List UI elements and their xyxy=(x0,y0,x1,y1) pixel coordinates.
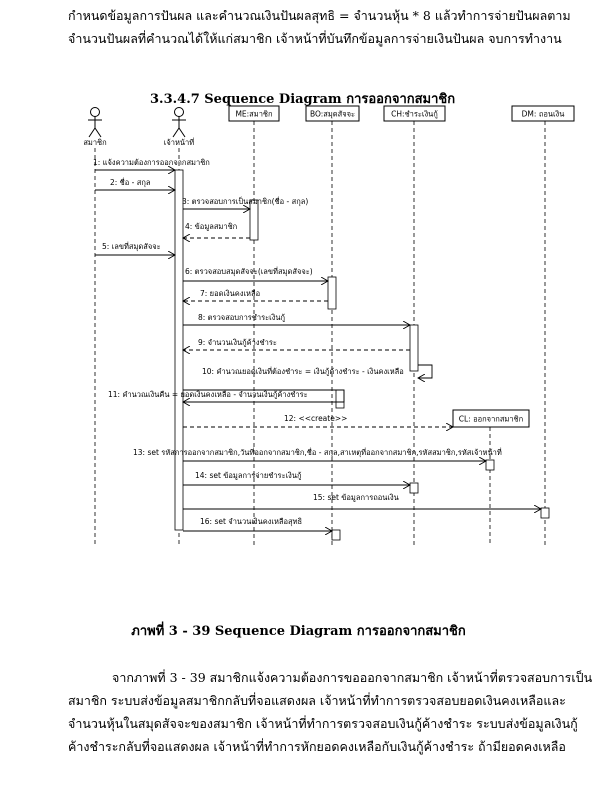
message-label: 13: set รหัสการออกจากสมาชิก,วันที่ออกจาก… xyxy=(133,447,502,457)
message-label: 9: จำนวนเงินกู้ค้างชำระ xyxy=(198,338,277,347)
intro-paragraph: กำหนดข้อมูลการปันผล และคำนวณเงินปันผลสุท… xyxy=(68,4,571,50)
body-line: สมาชิก ระบบส่งข้อมูลสมาชิกกลับที่จอแสดงผ… xyxy=(68,693,566,708)
object-bo-label: BO:สมุดสัจจะ xyxy=(310,110,355,119)
message-label: 2: ชื่อ - สกุล xyxy=(110,177,150,187)
object-ch: CH:ชำระเงินกู้ xyxy=(383,105,446,122)
message-label: 7: ยอดเงินคงเหลือ xyxy=(200,289,260,298)
message-label: 10: คำนวณยอดเงินที่ต้องชำระ = เงินกู้ค้า… xyxy=(202,366,404,376)
message-arrows xyxy=(95,170,541,531)
section-heading: 3.3.4.7 Sequence Diagram การออกจากสมาชิก xyxy=(150,92,456,107)
body-line: ค้างชำระกลับที่จอแสดงผล เจ้าหน้าที่ทำการ… xyxy=(68,739,566,754)
message-label: 12: <<create>> xyxy=(284,414,347,423)
message-label: 3: ตรวจสอบการเป็นสมาชิก(ชื่อ - สกุล) xyxy=(182,196,308,206)
message-labels: 1: แจ้งความต้องการออกจากสมาชิก 2: ชื่อ -… xyxy=(93,158,502,526)
message-label: 14: set ข้อมูลการจ่ายชำระเงินกู้ xyxy=(195,471,302,480)
figure-caption: ภาพที่ 3 - 39 Sequence Diagram การออกจาก… xyxy=(131,624,466,639)
message-label: 6: ตรวจสอบสมุดสัจจะ(เลขที่สมุดสัจจะ) xyxy=(185,266,313,276)
object-bo: BO:สมุดสัจจะ xyxy=(305,105,360,122)
message-label: 16: set จำนวนเงินคงเหลือสุทธิ xyxy=(200,517,302,526)
object-dm-label: DM: ถอนเงิน xyxy=(522,110,565,119)
actor-member-label: สมาชิก xyxy=(83,138,106,147)
message-label: 1: แจ้งความต้องการออกจากสมาชิก xyxy=(93,158,210,167)
actor-member: สมาชิก xyxy=(83,107,107,147)
actor-officer: เจ้าหน้าที่ xyxy=(164,107,194,147)
message-label: 11: คำนวณเงินคืน = ยอดเงินคงเหลือ - จำนว… xyxy=(108,390,308,399)
object-me: ME:สมาชิก xyxy=(228,105,280,122)
message-label: 15: set ข้อมูลการถอนเงิน xyxy=(313,493,399,502)
intro-line: กำหนดข้อมูลการปันผล และคำนวณเงินปันผลสุท… xyxy=(68,8,571,23)
sequence-diagram: สมาชิก เจ้าหน้าที่ ME:สมาชิก BO:สมุดสัจจ… xyxy=(83,105,575,545)
body-line: จำนวนหุ้นในสมุดสัจจะของสมาชิก เจ้าหน้าที… xyxy=(68,716,578,731)
object-cl-label: CL: ออกจากสมาชิก xyxy=(459,415,523,424)
object-ch-label: CH:ชำระเงินกู้ xyxy=(391,110,438,119)
object-dm: DM: ถอนเงิน xyxy=(511,105,575,122)
body-paragraph: จากภาพที่ 3 - 39 สมาชิกแจ้งความต้องการขอ… xyxy=(68,666,593,758)
body-line: จากภาพที่ 3 - 39 สมาชิกแจ้งความต้องการขอ… xyxy=(112,670,593,685)
message-label: 5: เลขที่สมุดสัจจะ xyxy=(102,241,161,251)
message-label: 4: ข้อมูลสมาชิก xyxy=(185,222,237,231)
activations xyxy=(174,169,550,541)
intro-line: จำนวนปันผลที่คำนวณได้ให้แก่สมาชิก เจ้าหน… xyxy=(68,31,562,46)
lifelines xyxy=(94,121,546,545)
object-cl: CL: ออกจากสมาชิก xyxy=(452,409,530,428)
actor-officer-label: เจ้าหน้าที่ xyxy=(164,137,194,147)
object-me-label: ME:สมาชิก xyxy=(235,110,272,119)
message-label: 8: ตรวจสอบการชำระเงินกู้ xyxy=(198,313,285,322)
